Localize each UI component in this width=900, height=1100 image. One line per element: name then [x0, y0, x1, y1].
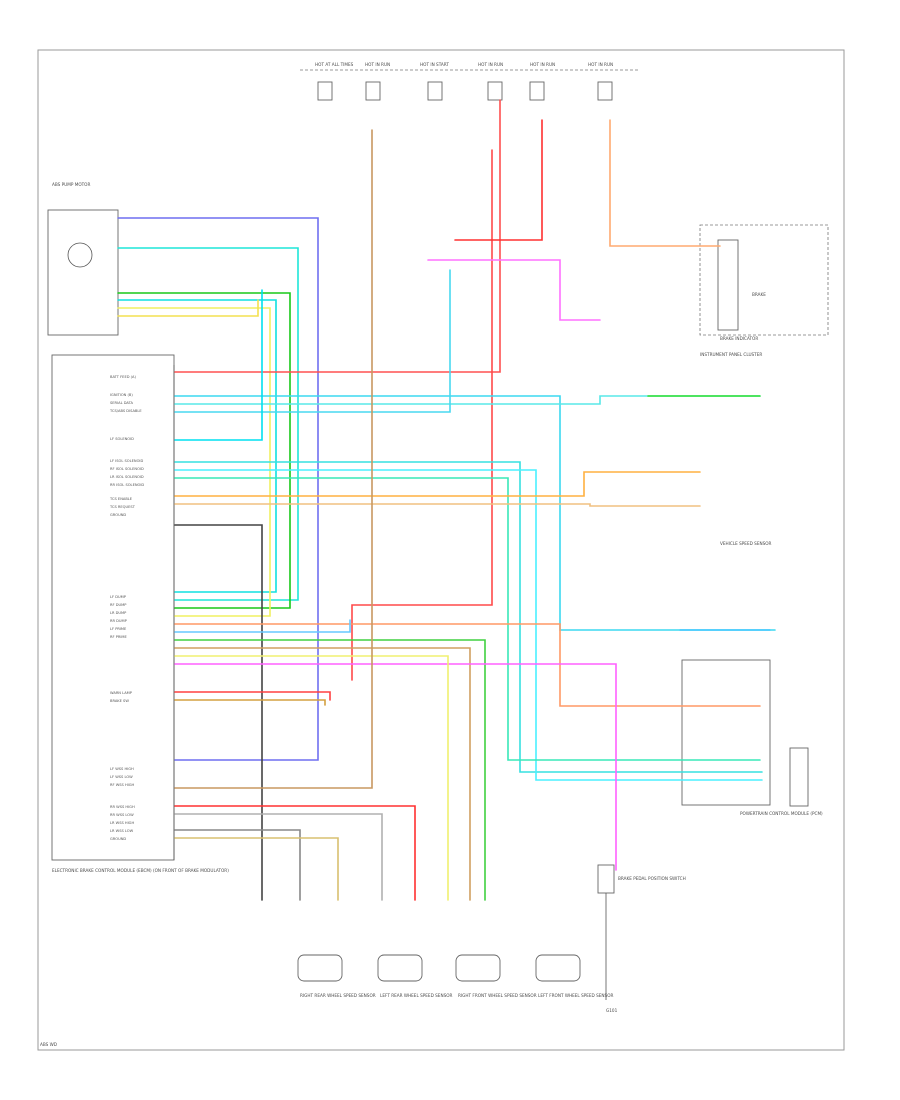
svg-text:RF WSS HIGH: RF WSS HIGH [110, 783, 135, 787]
svg-text:LF PRIME: LF PRIME [110, 627, 127, 631]
svg-text:LEFT FRONT WHEEL SPEED SENSOR: LEFT FRONT WHEEL SPEED SENSOR [538, 993, 614, 998]
svg-text:RR WSS LOW: RR WSS LOW [110, 813, 134, 817]
svg-text:WARN LAMP: WARN LAMP [110, 691, 133, 695]
svg-text:LF SOLENOID: LF SOLENOID [110, 437, 134, 441]
ebcm-module [51, 354, 175, 861]
svg-text:RR WSS HIGH: RR WSS HIGH [110, 805, 135, 809]
svg-text:LEFT REAR WHEEL SPEED SENSOR: LEFT REAR WHEEL SPEED SENSOR [380, 993, 453, 998]
svg-text:BRAKE SW: BRAKE SW [110, 699, 129, 703]
svg-text:LF WSS HIGH: LF WSS HIGH [110, 767, 134, 771]
svg-text:ABS PUMP MOTOR: ABS PUMP MOTOR [52, 182, 90, 187]
svg-text:BATT FEED (A): BATT FEED (A) [110, 375, 136, 379]
wiring-harness [117, 99, 776, 901]
svg-text:POWERTRAIN CONTROL MODULE (PCM: POWERTRAIN CONTROL MODULE (PCM) [740, 811, 823, 816]
svg-text:VEHICLE SPEED SENSOR: VEHICLE SPEED SENSOR [720, 541, 772, 546]
svg-text:RF DUMP: RF DUMP [110, 603, 127, 607]
svg-text:RF ISOL SOLENOID: RF ISOL SOLENOID [110, 467, 144, 471]
svg-text:RIGHT REAR WHEEL SPEED SENSOR: RIGHT REAR WHEEL SPEED SENSOR [300, 993, 376, 998]
svg-text:HOT AT ALL TIMES: HOT AT ALL TIMES [315, 62, 354, 67]
svg-text:LF WSS LOW: LF WSS LOW [110, 775, 133, 779]
svg-text:LR DUMP: LR DUMP [110, 611, 127, 615]
svg-text:BRAKE INDICATOR: BRAKE INDICATOR [720, 336, 758, 341]
svg-text:SERIAL DATA: SERIAL DATA [110, 401, 134, 405]
svg-text:TCS REQUEST: TCS REQUEST [109, 505, 136, 509]
brake-switch: BRAKE PEDAL POSITION SWITCH G101 [597, 864, 686, 1013]
svg-text:GROUND: GROUND [110, 513, 126, 517]
svg-text:RR DUMP: RR DUMP [110, 619, 128, 623]
fuse-block: HOT AT ALL TIMES HOT IN RUN HOT IN START… [300, 62, 640, 101]
svg-text:RF PRIME: RF PRIME [110, 635, 128, 639]
diagram-frame [37, 49, 845, 1051]
abs-pump-motor: ABS PUMP MOTOR [47, 182, 119, 336]
svg-text:HOT IN START: HOT IN START [420, 62, 449, 67]
svg-text:LF DUMP: LF DUMP [110, 595, 127, 599]
svg-text:LR WSS HIGH: LR WSS HIGH [110, 821, 134, 825]
svg-text:HOT IN RUN: HOT IN RUN [588, 62, 613, 67]
svg-text:TCS/ABS DISABLE: TCS/ABS DISABLE [109, 409, 142, 413]
svg-text:RIGHT FRONT WHEEL SPEED SENSOR: RIGHT FRONT WHEEL SPEED SENSOR [458, 993, 537, 998]
svg-text:HOT IN RUN: HOT IN RUN [530, 62, 555, 67]
footer-code: ABS WD [40, 1042, 57, 1047]
svg-text:TCS ENABLE: TCS ENABLE [109, 497, 133, 501]
pcm-block: POWERTRAIN CONTROL MODULE (PCM) VEHICLE … [681, 541, 823, 816]
svg-text:HOT IN RUN: HOT IN RUN [365, 62, 390, 67]
ebcm-pin-labels: BATT FEED (A) IGNITION (B) SERIAL DATA T… [109, 375, 144, 841]
svg-text:BRAKE PEDAL POSITION SWITCH: BRAKE PEDAL POSITION SWITCH [618, 876, 686, 881]
svg-text:GROUND: GROUND [110, 837, 126, 841]
svg-text:IGNITION (B): IGNITION (B) [110, 393, 133, 397]
svg-text:BRAKE: BRAKE [752, 292, 766, 297]
svg-text:INSTRUMENT PANEL CLUSTER: INSTRUMENT PANEL CLUSTER [700, 352, 762, 357]
ebcm-label: ELECTRONIC BRAKE CONTROL MODULE (EBCM) (… [52, 868, 229, 873]
svg-text:LR WSS LOW: LR WSS LOW [110, 829, 134, 833]
svg-text:HOT IN RUN: HOT IN RUN [478, 62, 503, 67]
svg-text:LF ISOL SOLENOID: LF ISOL SOLENOID [110, 459, 143, 463]
svg-text:G101: G101 [606, 1008, 618, 1013]
svg-text:LR ISOL SOLENOID: LR ISOL SOLENOID [110, 475, 144, 479]
wheel-speed-sensors: RIGHT REAR WHEEL SPEED SENSOR LEFT REAR … [297, 954, 614, 998]
instrument-panel-cluster: BRAKE BRAKE INDICATOR INSTRUMENT PANEL C… [699, 224, 829, 357]
svg-text:RR ISOL SOLENOID: RR ISOL SOLENOID [110, 483, 144, 487]
